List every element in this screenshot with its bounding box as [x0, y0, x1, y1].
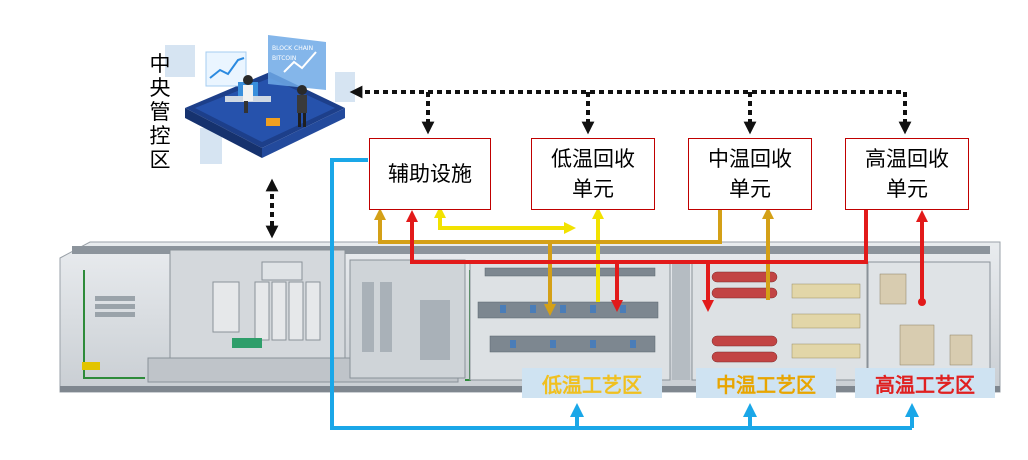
feedback-loop-line: [330, 158, 912, 430]
unit-box-mid: 中温回收 单元: [688, 138, 812, 210]
zone-label-high: 高温工艺区: [855, 368, 995, 398]
screen-text-1: BLOCK CHAIN: [272, 45, 313, 52]
unit-low-line2: 单元: [572, 177, 614, 201]
screen-text-2: BITCOIN: [272, 55, 296, 62]
unit-mid-line2: 单元: [729, 177, 771, 201]
mid-temp-flows: [374, 207, 774, 316]
unit-high-line2: 单元: [886, 177, 928, 201]
unit-high-line1: 高温回收: [865, 147, 949, 171]
control-signal-network: [265, 85, 912, 239]
low-temp-flows: [434, 206, 604, 302]
unit-box-low: 低温回收 单元: [531, 138, 655, 210]
control-area-label: 中央管控区: [149, 52, 171, 172]
control-room-illustration: BLOCK CHAIN BITCOIN: [165, 35, 355, 164]
factory-floor-illustration: [59, 241, 1001, 393]
high-flow-to-aux: [406, 210, 868, 264]
low-flow-to-aux: [434, 206, 560, 230]
unit-low-line1: 低温回收: [551, 147, 635, 171]
feedback-loop: [330, 158, 919, 430]
unit-aux-line1: 辅助设施: [388, 162, 472, 186]
high-temp-flows: [406, 210, 928, 312]
unit-mid-line1: 中温回收: [708, 147, 792, 171]
zone-label-low: 低温工艺区: [522, 368, 662, 398]
unit-box-aux: 辅助设施: [369, 138, 491, 210]
unit-box-high: 高温回收 单元: [845, 138, 969, 210]
zone-label-mid: 中温工艺区: [696, 368, 836, 398]
